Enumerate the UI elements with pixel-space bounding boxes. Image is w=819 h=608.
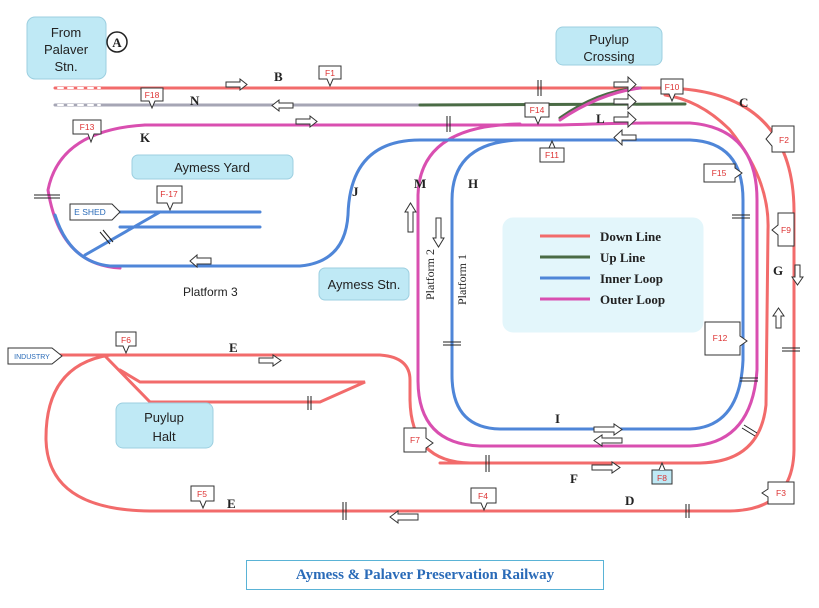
track-letter-c: C [739,95,748,110]
legend-outer-loop: Outer Loop [540,292,665,307]
svg-text:F11: F11 [545,150,559,160]
svg-text:Puylup: Puylup [144,410,184,425]
track-letter-k: K [140,130,151,145]
svg-text:From: From [51,25,81,40]
signal-f17[interactable]: F-17 [156,185,183,212]
svg-text:F13: F13 [80,122,95,132]
e-shed-label: E SHED [69,203,121,221]
track-e-lower [44,353,202,513]
svg-text:F2: F2 [779,135,789,145]
signal-f6[interactable]: F6 [115,331,137,355]
track-letters: B N K C L J M H G E E I F D [140,69,783,511]
track-letter-m: M [414,176,426,191]
signal-f1[interactable]: F1 [318,65,342,88]
svg-text:Puylup: Puylup [589,32,629,47]
svg-text:F8: F8 [657,473,667,483]
from-palaver-box: From Palaver Stn. [26,16,107,80]
svg-text:F4: F4 [478,491,488,501]
svg-text:F18: F18 [145,90,160,100]
track-letter-h: H [468,176,478,191]
signal-f12[interactable]: F12 [704,321,748,356]
signal-f4[interactable]: F4 [470,487,497,512]
signal-f18[interactable]: F18 [140,87,164,110]
svg-text:Up Line: Up Line [600,250,645,265]
svg-text:A: A [112,35,122,50]
signal-f14[interactable]: F14 [524,102,550,126]
signal-f9[interactable]: F9 [771,212,795,247]
signal-f7[interactable]: F7 [403,427,434,453]
signal-f11[interactable]: F11 [539,139,565,163]
track-letter-l: L [596,111,605,126]
down-line-track [44,86,796,513]
track-letter-e-upper: E [229,340,238,355]
svg-text:INDUSTRY: INDUSTRY [14,354,50,361]
signals: F1 F18 F13 F10 F14 F11 F2 F15 [72,65,795,512]
svg-text:F3: F3 [776,488,786,498]
svg-text:Crossing: Crossing [583,49,634,64]
signal-f5[interactable]: F5 [190,485,215,510]
svg-text:F5: F5 [197,489,207,499]
railway-title: Aymess & Palaver Preservation Railway [246,560,604,590]
track-letter-e-lower: E [227,496,236,511]
track-letter-j: J [352,184,359,199]
svg-text:F9: F9 [781,225,791,235]
svg-text:F14: F14 [530,105,545,115]
signal-f2[interactable]: F2 [765,125,795,153]
svg-text:E SHED: E SHED [74,207,106,217]
svg-text:Aymess Yard: Aymess Yard [174,160,250,175]
svg-text:Aymess Stn.: Aymess Stn. [328,277,401,292]
track-letter-d: D [625,493,634,508]
signal-f8[interactable]: F8 [651,461,673,485]
legend-inner-loop: Inner Loop [540,271,663,286]
industry-label: INDUSTRY [7,347,63,365]
svg-text:Halt: Halt [152,429,176,444]
puylup-halt-box: Puylup Halt [115,402,214,449]
aymess-yard-box: Aymess Yard [131,154,294,180]
track-letter-i: I [555,411,560,426]
svg-text:Down Line: Down Line [600,229,661,244]
svg-text:Inner Loop: Inner Loop [600,271,663,286]
signal-f13[interactable]: F13 [72,119,102,144]
inner-loop-track [53,138,745,431]
track-joints [34,80,800,520]
legend-up-line: Up Line [540,250,645,265]
track-c-g-d [198,86,796,513]
up-line-track [418,102,687,107]
track-letter-b: B [274,69,283,84]
circle-a: A [106,31,128,53]
legend: Down Line Up Line Inner Loop Outer Loop [502,217,704,333]
legend-down-line: Down Line [540,229,661,244]
svg-text:F6: F6 [121,335,131,345]
platform1-label: Platform 1 [455,254,469,305]
svg-text:Palaver: Palaver [44,42,89,57]
direction-arrows [189,75,804,524]
signal-f3[interactable]: F3 [761,481,795,505]
svg-text:F12: F12 [713,333,728,343]
svg-text:Stn.: Stn. [54,59,77,74]
platform2-label: Platform 2 [423,249,437,300]
svg-text:F7: F7 [410,435,420,445]
track-letter-g: G [773,263,783,278]
track-letter-n: N [190,93,200,108]
track-letter-f: F [570,471,578,486]
signal-f10[interactable]: F10 [660,78,684,103]
svg-text:F-17: F-17 [160,189,178,199]
puylup-crossing-box: Puylup Crossing [555,26,663,66]
aymess-stn-box: Aymess Stn. [318,267,410,301]
platform3-label: Platform 3 [183,285,238,299]
svg-text:F15: F15 [712,168,727,178]
signal-f15[interactable]: F15 [703,163,743,183]
svg-text:Outer Loop: Outer Loop [600,292,665,307]
track-e-upper [58,93,770,465]
svg-text:F1: F1 [325,68,335,78]
siding-halt [103,354,366,404]
svg-text:F10: F10 [665,82,680,92]
